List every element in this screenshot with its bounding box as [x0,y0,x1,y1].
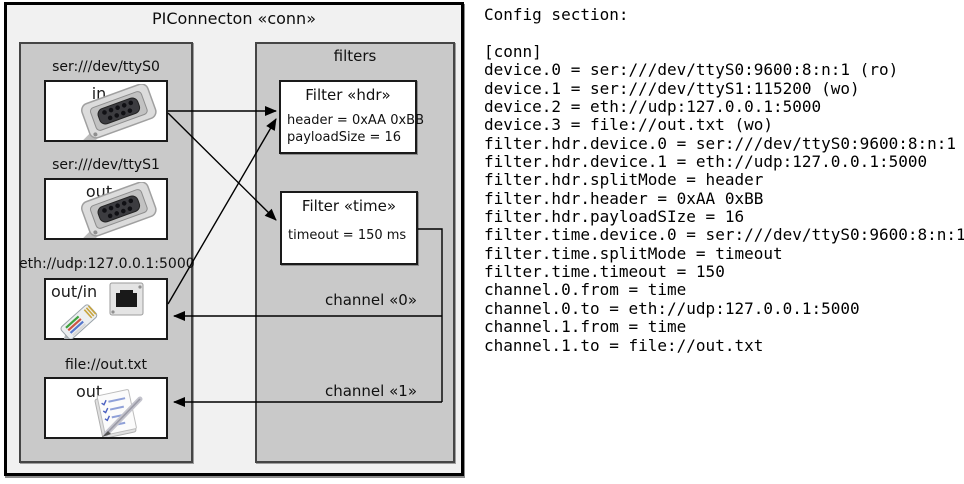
device-direction-label: out [76,382,103,401]
config-line: channel.1.from = time [484,317,687,337]
config-line: filter.time.device.0 = ser:///dev/ttyS0:… [484,225,964,245]
serial-db9-icon [80,84,157,140]
config-line: device.3 = file://out.txt (wo) [484,115,773,135]
config-heading: Config section: [484,5,629,24]
filter-attribute: header = 0xAA 0xBB [287,113,425,128]
device-direction-label: out/in [51,282,98,301]
config-line: device.0 = ser:///dev/ttyS0:9600:8:n:1 (… [484,60,899,80]
filter-time-box: Filter «time» timeout = 150 ms [280,191,418,265]
config-line: [conn] [484,42,542,61]
config-line: filter.hdr.payloadSIze = 16 [484,207,745,227]
config-line: channel.0.to = eth://udp:127.0.0.1:5000 [484,298,860,318]
config-line: channel.1.to = file://out.txt [484,335,764,355]
filter-title: Filter «time» [301,197,397,215]
device-box-ttys1: out [44,178,168,240]
device-box-udp: out/in [44,278,168,340]
filter-attribute: payloadSize = 16 [287,130,402,145]
device-uri-label: file://out.txt [64,357,148,373]
channel-1-label: channel «1» [324,382,417,400]
device-box-file: out [44,377,168,439]
config-line: filter.hdr.splitMode = header [484,170,764,190]
filter-hdr-box: Filter «hdr» header = 0xAA 0xBB payloadS… [279,80,425,154]
config-section: Config section: [conn] device.0 = ser://… [484,5,964,355]
config-line: filter.hdr.header = 0xAA 0xBB [484,188,764,208]
ethernet-rj45-icon [59,282,144,339]
filter-title: Filter «hdr» [305,86,391,104]
config-line: channel.0.from = time [484,280,687,300]
device-uri-label: ser:///dev/ttyS1 [52,157,160,173]
config-line: device.1 = ser:///dev/ttyS1:115200 (wo) [484,78,860,98]
config-line: filter.time.timeout = 150 [484,262,725,282]
notepad-pen-icon [94,389,143,437]
container-title: PIConnecton «conn» [152,9,316,28]
serial-db9-icon [80,182,157,238]
config-line: filter.hdr.device.0 = ser:///dev/ttyS0:9… [484,133,957,153]
device-uri-label: ser:///dev/ttyS0 [52,59,160,75]
config-line: filter.hdr.device.1 = eth://udp:127.0.0.… [484,152,928,172]
device-uri-label: eth://udp:127.0.0.1:5000 [19,256,195,272]
filter-attribute: timeout = 150 ms [288,228,407,243]
device-box-ttys0: in [44,80,168,142]
filters-panel-title: filters [333,47,377,65]
channel-0-label: channel «0» [324,291,417,309]
config-line: filter.time.splitMode = timeout [484,243,783,263]
config-line: device.2 = eth://udp:127.0.0.1:5000 [484,97,822,117]
config-lines: [conn] device.0 = ser:///dev/ttyS0:9600:… [484,42,964,355]
